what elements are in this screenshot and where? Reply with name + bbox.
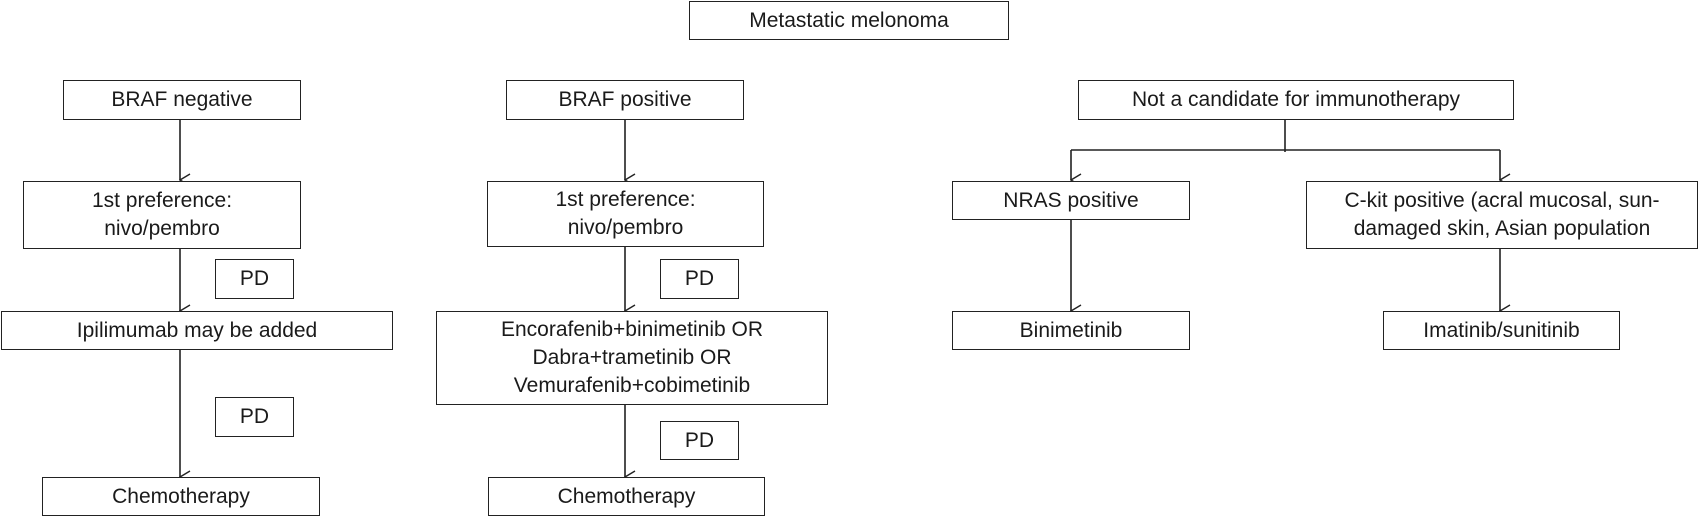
braf-negative-node: BRAF negative [63,80,301,120]
pd-label: PD [660,421,739,460]
imatinib-sunitinib-node: Imatinib/sunitinib [1383,311,1620,350]
braf-negative-second-line-node: Ipilimumab may be added [1,311,393,350]
braf-negative-first-line-node: 1st preference: nivo/pembro [23,181,301,249]
braf-positive-node: BRAF positive [506,80,744,120]
braf-positive-chemotherapy-node: Chemotherapy [488,477,765,516]
not-candidate-immunotherapy-node: Not a candidate for immunotherapy [1078,80,1514,120]
pd-label: PD [660,259,739,299]
braf-positive-first-line-node: 1st preference: nivo/pembro [487,181,764,247]
root-node: Metastatic melonoma [689,1,1009,40]
ckit-positive-node: C-kit positive (acral mucosal, sun- dama… [1306,181,1698,249]
nras-positive-node: NRAS positive [952,181,1190,220]
braf-negative-chemotherapy-node: Chemotherapy [42,477,320,516]
binimetinib-node: Binimetinib [952,311,1190,350]
pd-label: PD [215,397,294,437]
pd-label: PD [215,259,294,299]
braf-positive-targeted-therapy-node: Encorafenib+binimetinib OR Dabra+trameti… [436,311,828,405]
